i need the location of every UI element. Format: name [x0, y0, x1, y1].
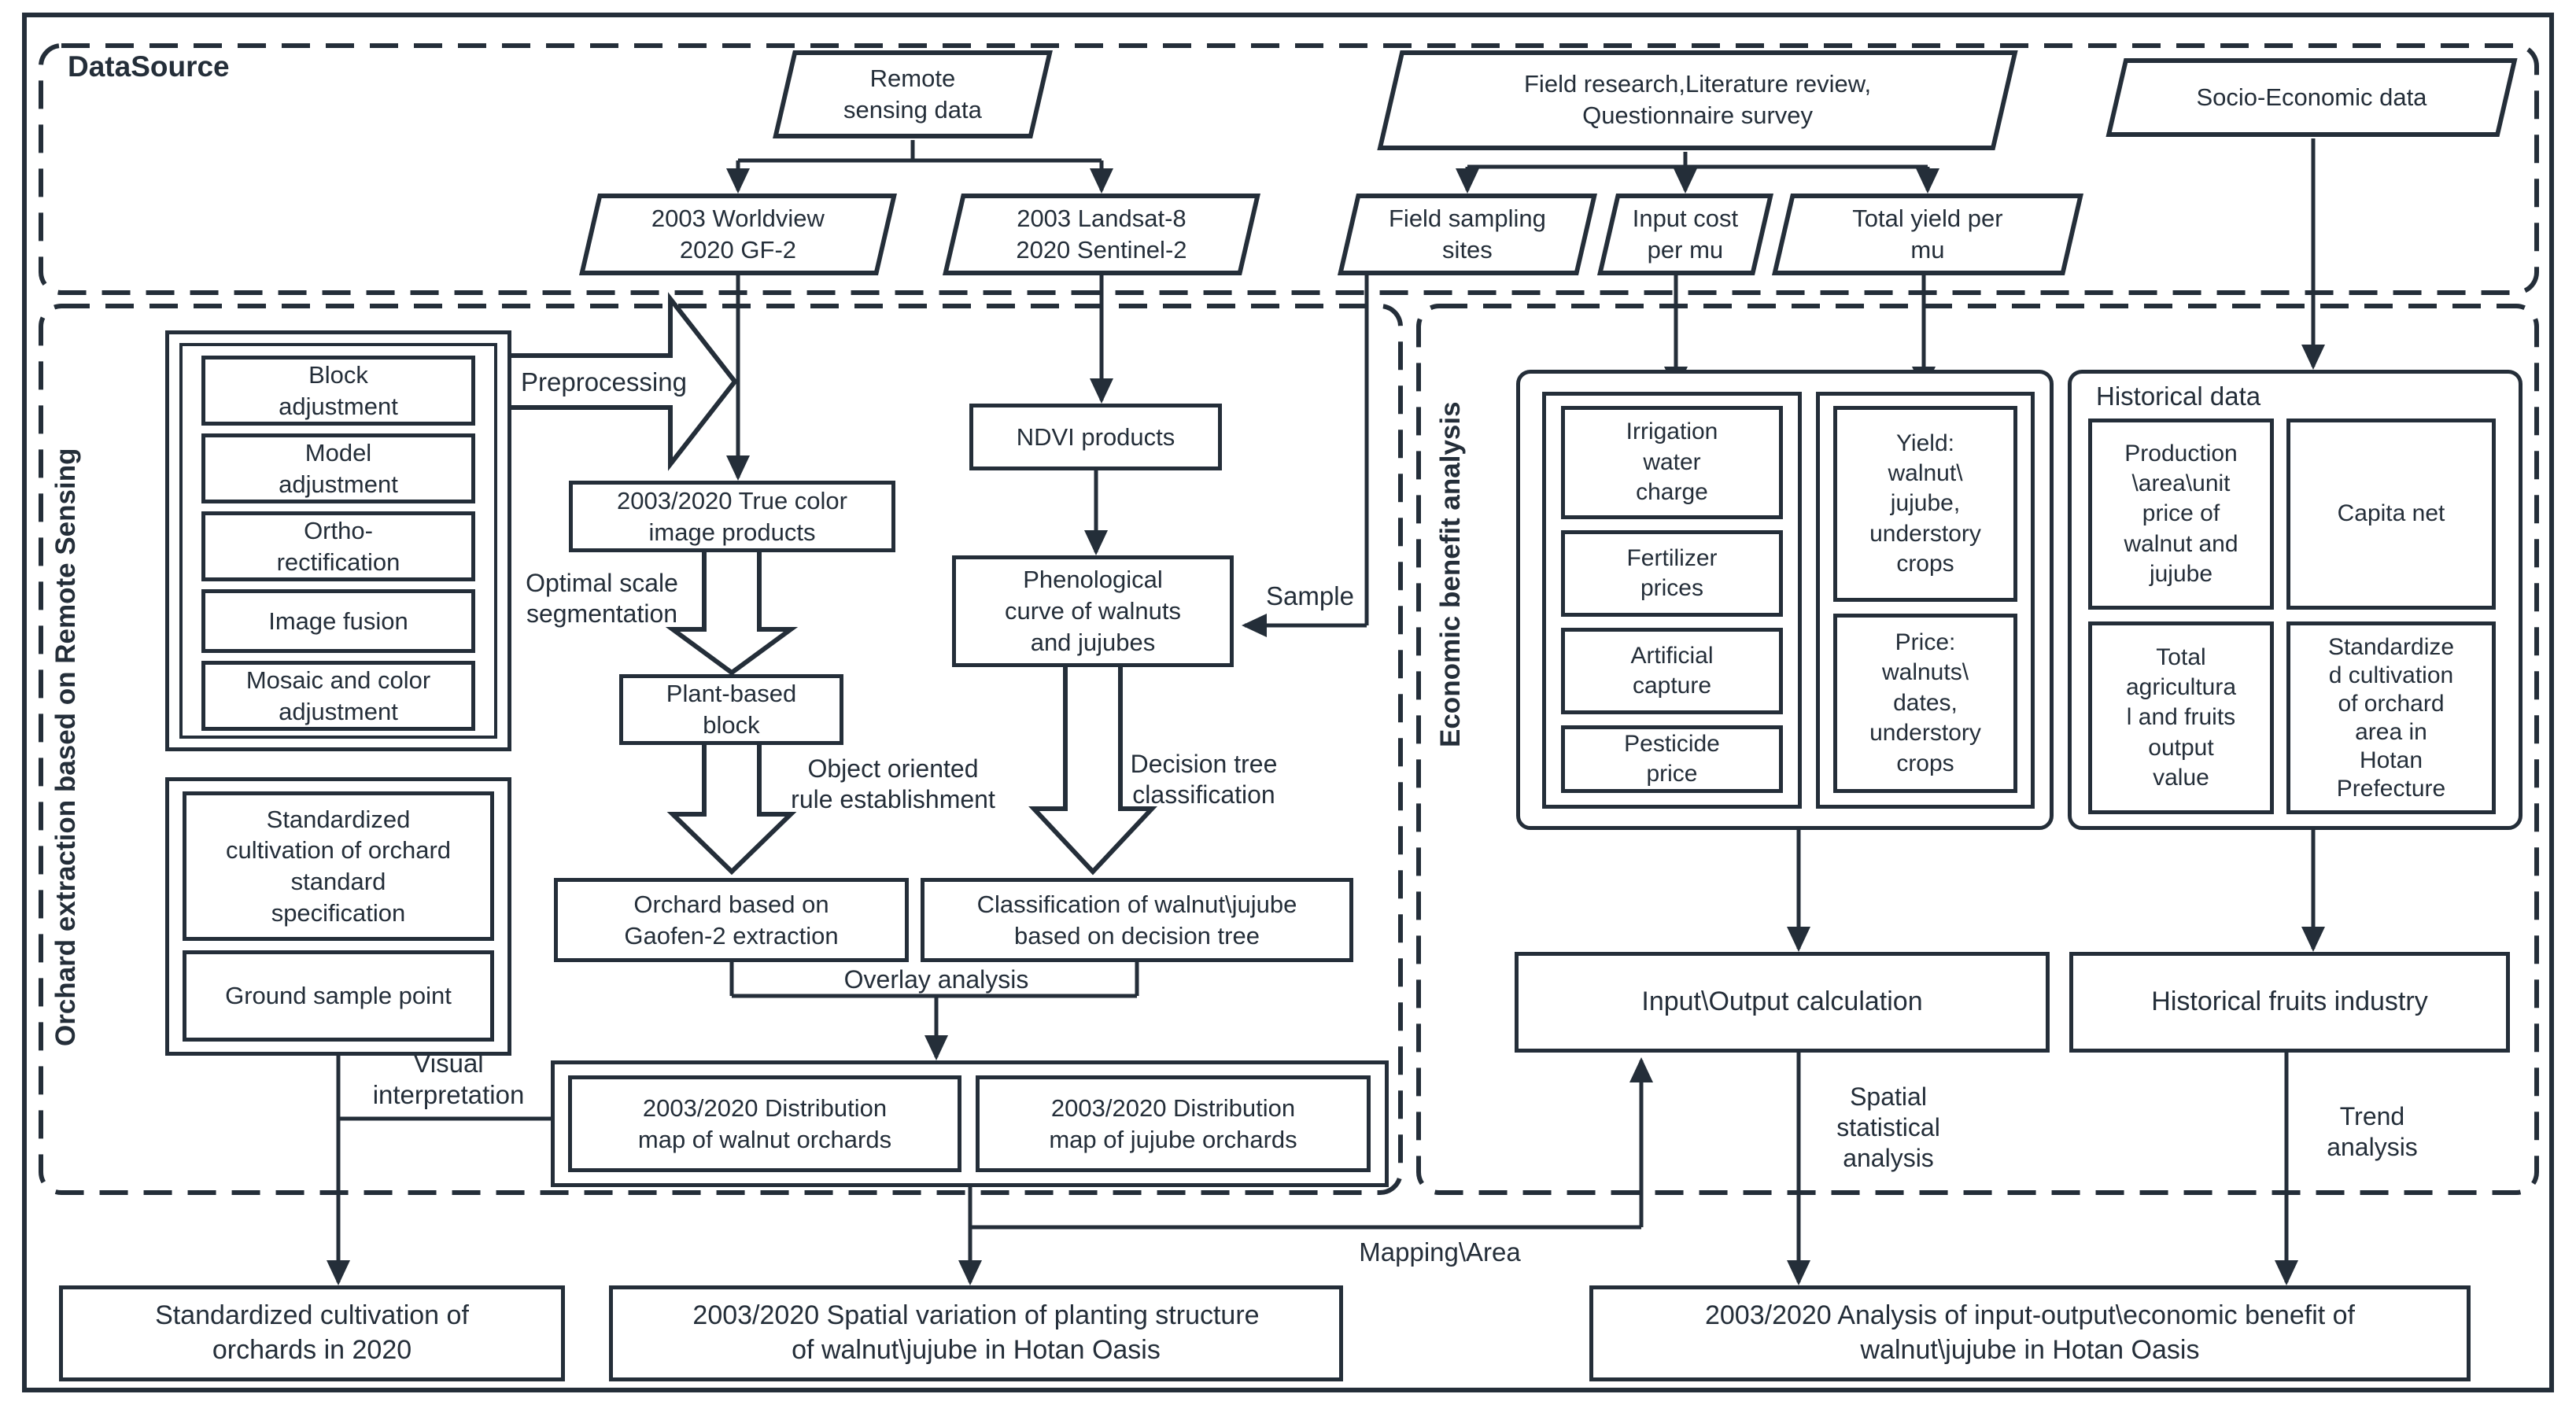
label-sample: Sample [1266, 581, 1354, 610]
node-field-research: Field research,Literature review, Questi… [1377, 50, 2018, 150]
label-overlay-analysis: Overlay analysis [843, 965, 1029, 994]
node-historical-fruits: Historical fruits industry [2069, 952, 2510, 1053]
preprocessing-arrow [511, 292, 738, 471]
node-mosaic-color: Mosaic and color adjustment [201, 661, 475, 731]
node-irrigation-water: Irrigation water charge [1561, 406, 1783, 519]
node-pesticide-price: Pesticide price [1561, 725, 1783, 793]
node-field-sampling-sites: Field sampling sites [1337, 194, 1598, 275]
node-ground-sample-point: Ground sample point [183, 950, 494, 1042]
node-analysis-benefit: 2003/2020 Analysis of input-output\econo… [1589, 1285, 2471, 1381]
node-spatial-variation: 2003/2020 Spatial variation of planting … [609, 1285, 1343, 1381]
node-dist-walnut: 2003/2020 Distribution map of walnut orc… [568, 1075, 961, 1172]
node-std-cultivation-spec: Standardized cultivation of orchard stan… [183, 791, 494, 941]
node-fertilizer-prices: Fertilizer prices [1561, 530, 1783, 617]
datasource-section-border [39, 43, 2539, 295]
node-remote-sensing-data: Remote sensing data [773, 50, 1053, 138]
node-input-cost: Input cost per mu [1596, 194, 1774, 275]
node-phenological-curve: Phenological curve of walnuts and jujube… [952, 555, 1234, 667]
economic-section-border [1416, 304, 2539, 1195]
segmentation-arrow [665, 552, 799, 676]
node-orchard-gaofen: Orchard based on Gaofen-2 extraction [554, 878, 909, 962]
node-total-output-value: Total agricultura l and fruits output va… [2088, 621, 2274, 814]
label-mapping-area: Mapping\Area [1359, 1237, 1521, 1267]
node-image-fusion: Image fusion [201, 589, 475, 653]
node-std-area-hotan: Standardize d cultivation of orchard are… [2286, 621, 2496, 814]
label-historical-data: Historical data [2096, 382, 2261, 411]
node-capita-net: Capita net [2286, 419, 2496, 610]
node-ortho-rectification: Ortho- rectification [201, 511, 475, 581]
node-total-yield: Total yield per mu [1771, 194, 2084, 275]
label-optimal-scale: Optimal scale segmentation [526, 569, 678, 629]
section-title-economic: Economic benefit analysis [1435, 401, 1466, 747]
orchard-section-border [39, 304, 1403, 1195]
node-socio-economic-data: Socio-Economic data [2105, 58, 2518, 137]
node-landsat-sentinel: 2003 Landsat-8 2020 Sentinel-2 [942, 194, 1261, 275]
node-true-color-products: 2003/2020 True color image products [569, 481, 895, 552]
node-artificial-capture: Artificial capture [1561, 628, 1783, 714]
section-title-datasource: DataSource [68, 50, 230, 83]
label-decision-tree: Decision tree classification [1130, 750, 1278, 809]
node-production-area-price: Production \area\unit price of walnut an… [2088, 419, 2274, 610]
label-spatial-statistical: Spatial statistical analysis [1836, 1082, 1940, 1173]
decision-arrow [1028, 667, 1157, 876]
node-plant-based-block: Plant-based block [619, 674, 843, 745]
label-object-oriented: Object oriented rule establishment [791, 754, 995, 814]
node-ndvi-products: NDVI products [969, 404, 1222, 470]
node-std-orchards-2020: Standardized cultivation of orchards in … [59, 1285, 565, 1381]
node-worldview-gf2: 2003 Worldview 2020 GF-2 [578, 194, 898, 275]
outer-border [22, 13, 2554, 1392]
rule-arrow [666, 745, 797, 876]
label-preprocessing: Preprocessing [521, 367, 687, 396]
section-title-orchard: Orchard extraction based on Remote Sensi… [50, 448, 81, 1047]
node-block-adjustment: Block adjustment [201, 356, 475, 426]
block-arrows [511, 292, 1157, 876]
node-price: Price: walnuts\ dates, understory crops [1833, 614, 2017, 793]
node-model-adjustment: Model adjustment [201, 433, 475, 503]
node-classification-decision-tree: Classification of walnut\jujube based on… [921, 878, 1353, 962]
label-trend-analysis: Trend analysis [2327, 1102, 2418, 1162]
node-dist-jujube: 2003/2020 Distribution map of jujube orc… [976, 1075, 1371, 1172]
node-yield: Yield: walnut\ jujube, understory crops [1833, 406, 2017, 602]
node-io-calculation: Input\Output calculation [1515, 952, 2050, 1053]
label-visual-interpretation: Visual interpretation [372, 1049, 525, 1110]
